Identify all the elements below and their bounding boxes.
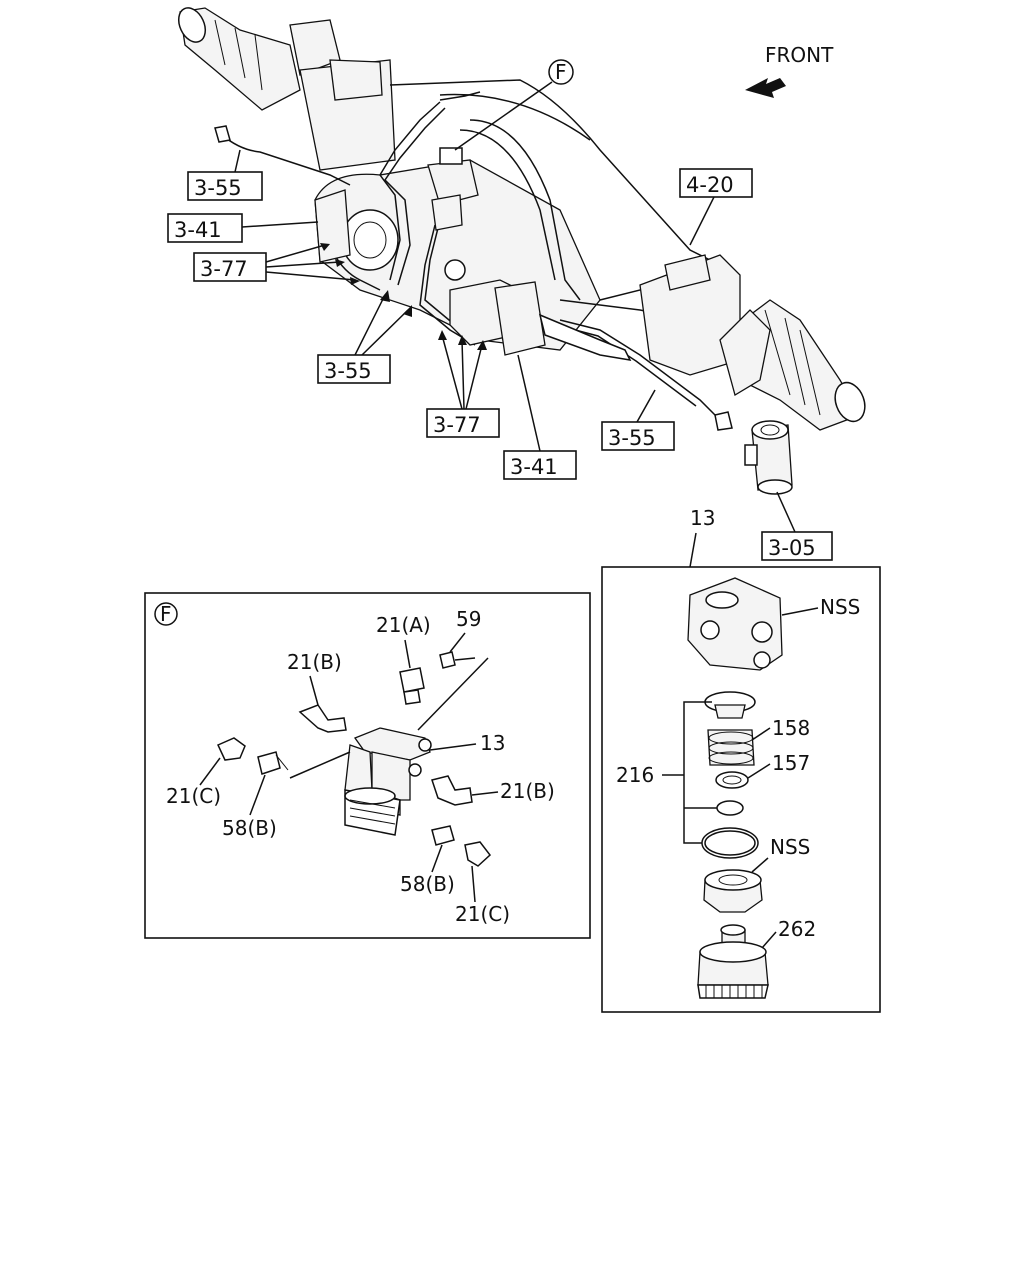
detail-f-label-58b-left: 58(B) xyxy=(222,816,277,840)
front-arrow-icon xyxy=(745,78,786,98)
callout-box-3-77-lower xyxy=(426,408,500,438)
axle-housing-illustration xyxy=(177,7,866,431)
callout-box-3-55-top xyxy=(187,171,263,201)
callout-4-20: 4-20 xyxy=(686,173,734,197)
detail-f-panel: F 21(A) 59 21(B) xyxy=(144,592,591,939)
callout-box-3-77-left xyxy=(193,252,267,282)
front-label: FRONT xyxy=(765,43,834,67)
detail-13-label-262: 262 xyxy=(778,917,816,941)
callout-3-55-top: 3-55 xyxy=(194,176,242,200)
detail-f-label-58b-bottom: 58(B) xyxy=(400,872,455,896)
detail-f-marker-circle xyxy=(154,602,178,626)
detail-13-label-216: 216 xyxy=(616,763,654,787)
callout-box-3-55-right xyxy=(601,421,675,451)
callout-box-4-20 xyxy=(679,168,753,198)
front-direction-indicator: FRONT xyxy=(745,43,834,98)
relay-valve-illustration xyxy=(427,147,479,231)
f-marker-label: F xyxy=(555,60,567,84)
f-marker-circle xyxy=(548,59,574,85)
callout-3-77-left: 3-77 xyxy=(200,257,248,281)
callout-3-55-right: 3-55 xyxy=(608,426,656,450)
detail-13-label-157: 157 xyxy=(772,751,810,775)
detail-13-label-158: 158 xyxy=(772,716,810,740)
detail-f-label-21a: 21(A) xyxy=(376,613,431,637)
main-callouts: F 3-55 3-41 3-77 3-55 3-77 3-41 3-55 xyxy=(167,59,833,561)
detail-13-label-nss-top: NSS xyxy=(820,595,860,619)
detail-f-marker: F xyxy=(160,602,172,626)
callout-3-55-middle: 3-55 xyxy=(324,359,372,383)
quick-release-valve-illustration xyxy=(744,420,793,495)
callout-3-41-lower: 3-41 xyxy=(510,455,558,479)
callout-box-3-55-middle xyxy=(317,354,391,384)
callout-box-3-41-left xyxy=(167,213,243,243)
detail-13-label-nss-mid: NSS xyxy=(770,835,810,859)
detail-f-label-13: 13 xyxy=(480,731,505,755)
callout-3-77-lower: 3-77 xyxy=(433,413,481,437)
detail-13-panel: 13 NSS 158 157 216 xyxy=(601,506,881,1013)
detail-13-title: 13 xyxy=(690,506,715,530)
callout-3-41-left: 3-41 xyxy=(174,218,222,242)
detail-f-label-21b-right: 21(B) xyxy=(500,779,555,803)
detail-f-label-21c-bottom: 21(C) xyxy=(455,902,510,926)
brake-chambers-illustration xyxy=(314,189,632,361)
callout-box-3-05 xyxy=(761,531,833,561)
callout-3-05: 3-05 xyxy=(768,536,816,560)
detail-f-label-21b-top: 21(B) xyxy=(287,650,342,674)
detail-f-label-21c-left: 21(C) xyxy=(166,784,221,808)
detail-f-label-59: 59 xyxy=(456,607,481,631)
